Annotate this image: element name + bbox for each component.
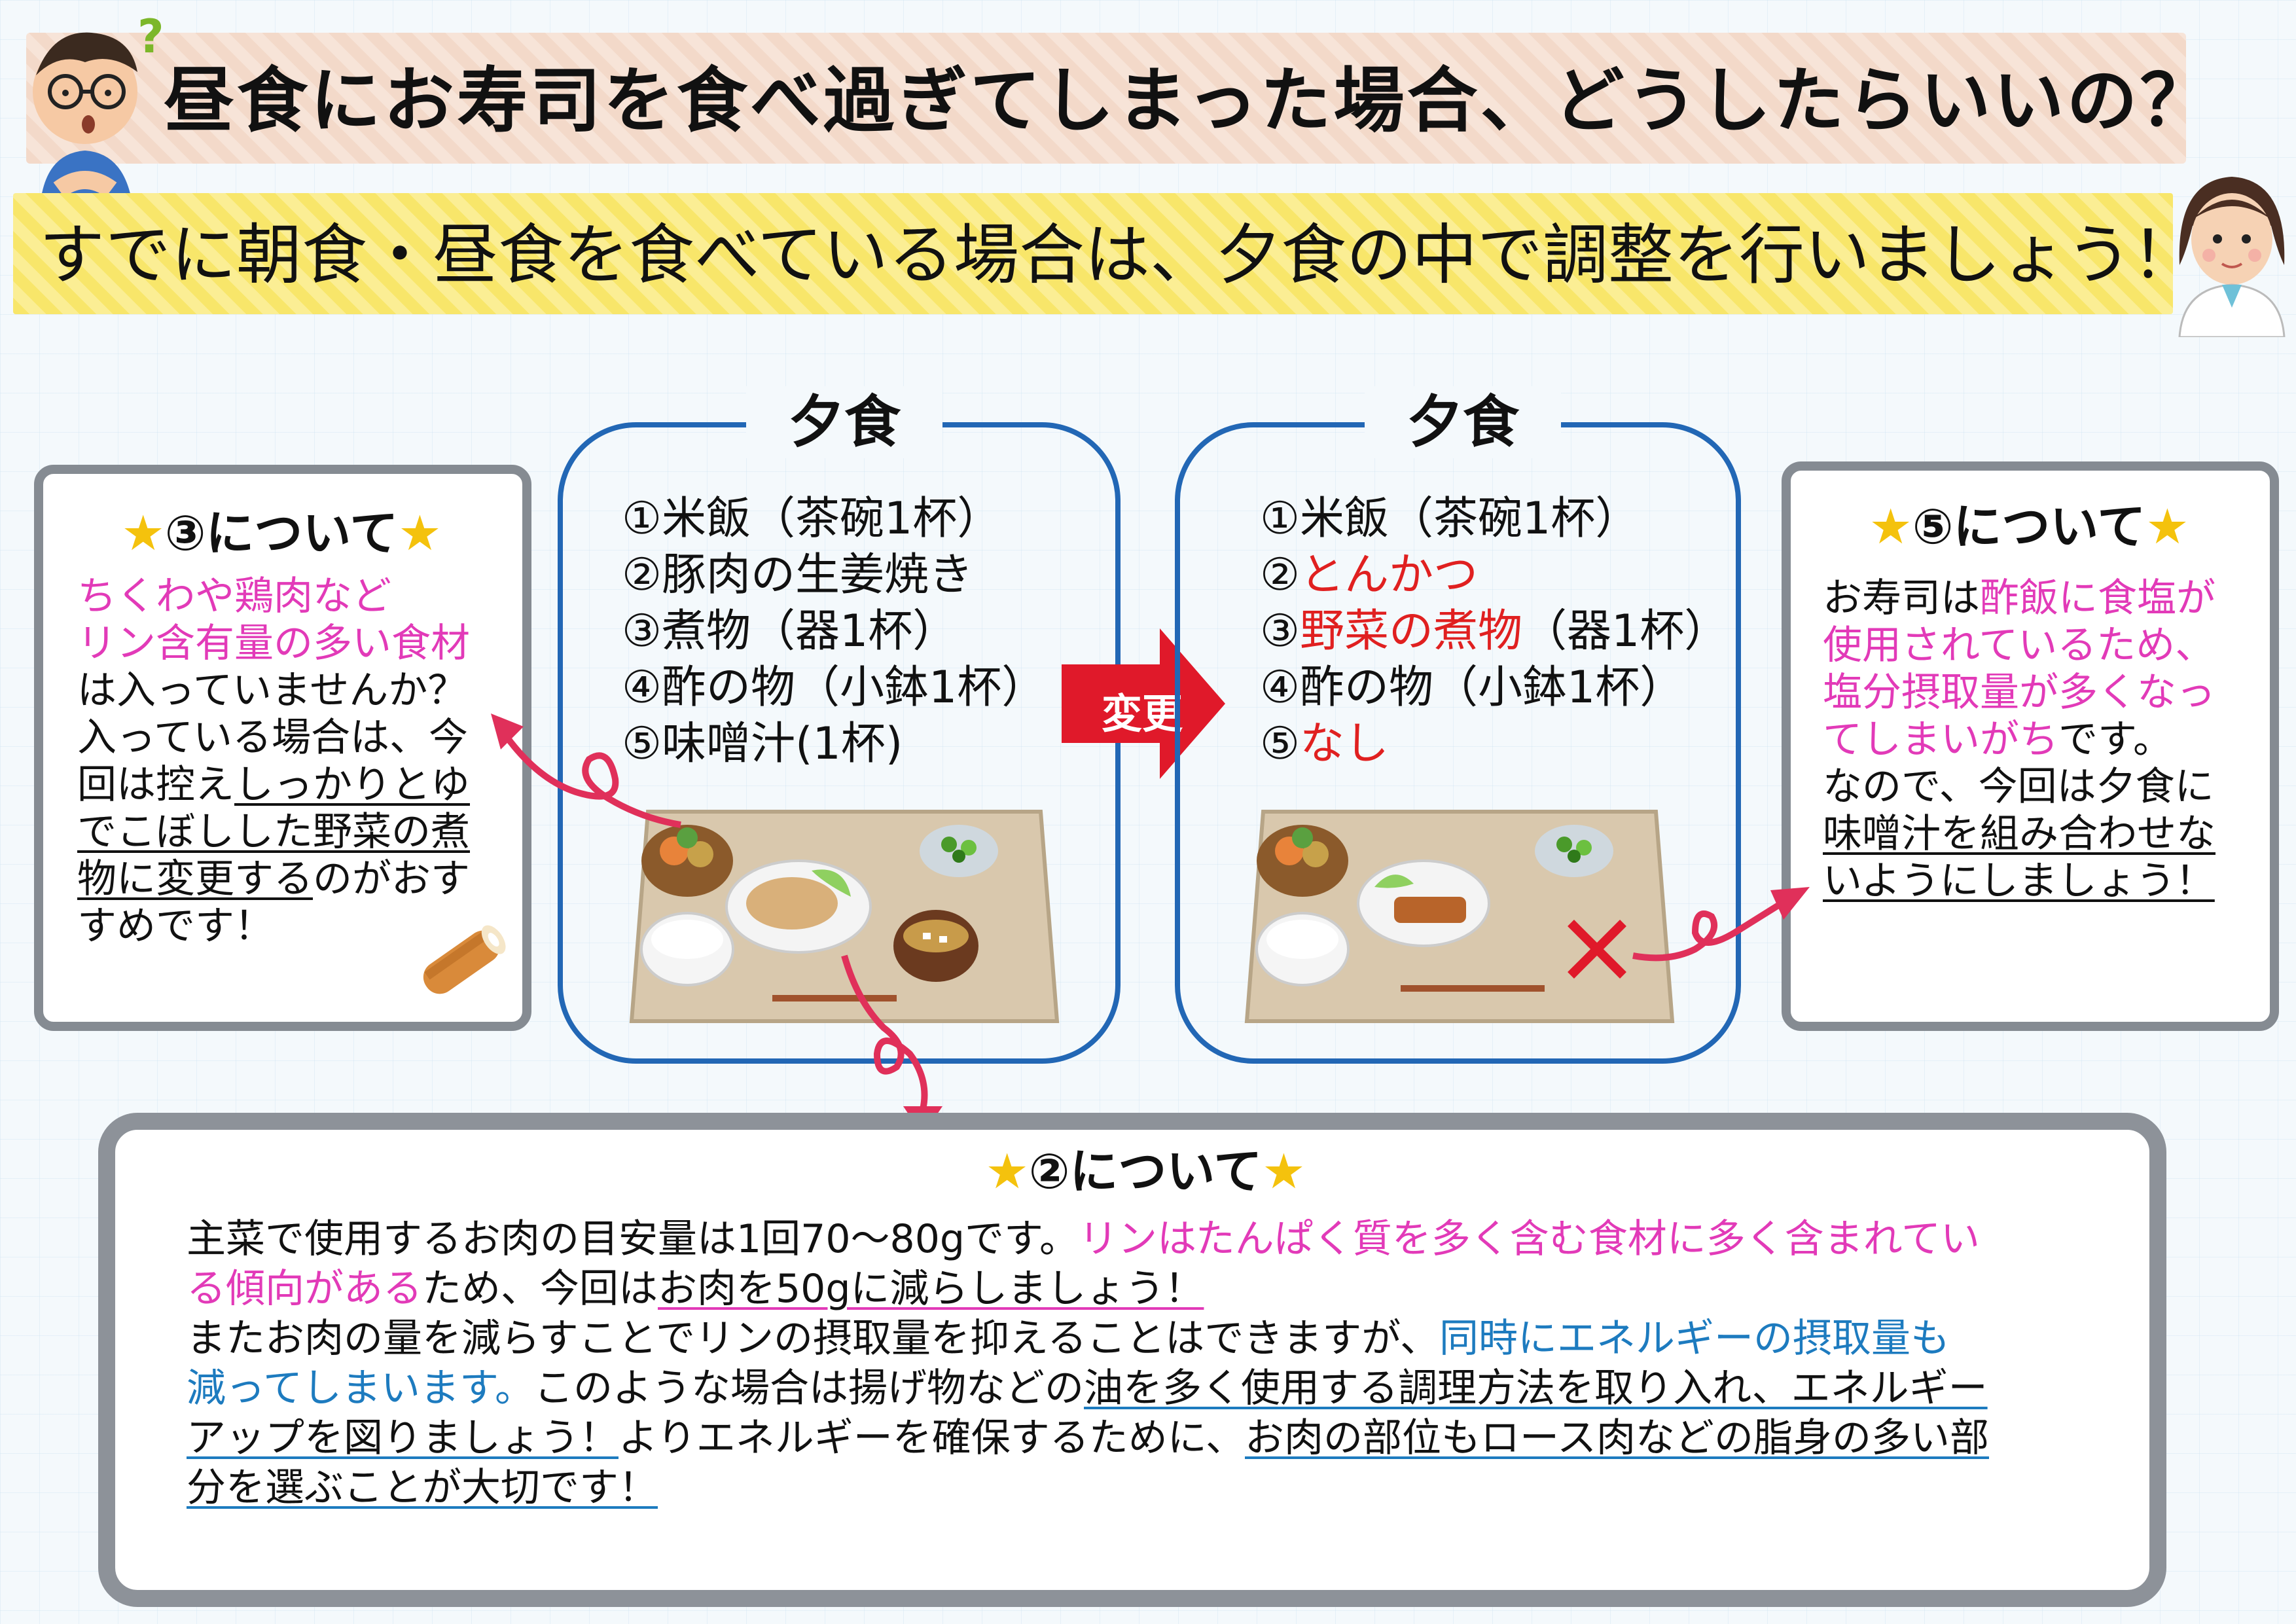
thinking-man-illustration: ? (33, 13, 164, 223)
meal-tray-after-illustration (1244, 810, 1675, 1023)
box5-body: お寿司は酢飯に食塩が 使用されているため、 塩分摂取量が多くなっ てしまいがちで… (1823, 575, 2268, 905)
chikuwa-illustration (423, 925, 506, 994)
menu-item: ③野菜の煮物（器1杯） (1260, 605, 1729, 657)
subtitle-band (13, 193, 2173, 314)
box2-title-text: ②について (1028, 1144, 1263, 1200)
change-label: 変更 (1101, 690, 1183, 738)
box2-line: アップを図りましょう！よりエネルギーを確保するために、お肉の部位もロース肉などの… (187, 1415, 1989, 1461)
box-item2-note (98, 1113, 2166, 1607)
box3-line: すめです！ (77, 903, 274, 949)
removed-x-icon (1568, 920, 1626, 979)
menu-item: ⑤味噌汁(1杯) (622, 718, 903, 770)
box-item3-note (34, 465, 531, 1031)
box3-title: ★③について★ (46, 494, 517, 564)
page-title: 昼食にお寿司を食べ過ぎてしまった場合、どうしたらいいの？ (164, 60, 2214, 142)
box5-line: 塩分摂取量が多くなっ (1823, 670, 2215, 715)
star-icon: ★ (2145, 499, 2189, 555)
page-subtitle: すでに朝食・昼食を食べている場合は、夕食の中で調整を行いましょう！ (39, 217, 2197, 293)
menu-item: ①米飯（茶碗1杯） (1260, 493, 1640, 545)
box5-line: 味噌汁を組み合わせな (1823, 811, 2215, 857)
meal-tray-before-illustration (629, 810, 1060, 1023)
box3-line: 回は控えしっかりとゆ (77, 762, 470, 808)
menu-item: ②とんかつ (1260, 549, 1478, 601)
menu-item: ④酢の物（小鉢1杯） (622, 662, 1047, 713)
box3-line: リン含有量の多い食材 (77, 621, 470, 666)
dinner-before-menu: ①米飯（茶碗1杯） ②豚肉の生姜焼き ③煮物（器1杯） ④酢の物（小鉢1杯） ⑤… (622, 491, 1046, 772)
box2-line: またお肉の量を減らすことでリンの摂取量を抑えることはできますが、同時にエネルギー… (187, 1316, 1950, 1362)
box5-title: ★⑤について★ (1793, 488, 2265, 558)
curly-arrow-to-box2 (841, 954, 942, 1136)
box3-body: ちくわや鶏肉など リン含有量の多い食材 は入っていませんか？ 入っている場合は、… (77, 573, 509, 950)
svg-text:?: ? (137, 13, 164, 63)
dinner-after-label: 夕食 (1365, 386, 1561, 458)
box5-line: 使用されているため、 (1823, 623, 2215, 668)
curly-arrow-to-box5 (1632, 887, 1810, 962)
menu-item: ⑤なし (1260, 718, 1389, 770)
menu-item: ③煮物（器1杯） (622, 605, 958, 657)
box5-line: なので、今回は夕食に (1823, 764, 2214, 810)
menu-item: ②豚肉の生姜焼き (622, 549, 973, 601)
box2-line: る傾向があるため、今回はお肉を50gに減らしましょう！ (187, 1266, 1204, 1312)
box2-title: ★②について★ (916, 1132, 1374, 1202)
star-icon: ★ (985, 1144, 1029, 1200)
box2-body: 主菜で使用するお肉の目安量は1回70～80gです。リンはたんぱく質を多く含む食材… (187, 1214, 2124, 1513)
box5-line: お寿司は酢飯に食塩が (1823, 575, 2215, 621)
box2-line: 減ってしまいます。このような場合は揚げ物などの油を多く使用する調理方法を取り入れ… (187, 1365, 1988, 1411)
nurse-illustration (2178, 177, 2286, 337)
star-icon: ★ (398, 505, 442, 562)
box5-title-text: ⑤について (1912, 499, 2146, 555)
box-item5-note (1782, 461, 2279, 1031)
star-icon: ★ (1262, 1144, 1306, 1200)
star-icon: ★ (1869, 499, 1912, 555)
menu-item: ④酢の物（小鉢1杯） (1260, 662, 1685, 713)
box2-line: 主菜で使用するお肉の目安量は1回70～80gです。リンはたんぱく質を多く含む食材… (187, 1216, 1980, 1262)
box3-line: ちくわや鶏肉など (77, 573, 391, 619)
curly-arrow-to-box3 (491, 713, 681, 828)
dinner-before-label: 夕食 (746, 386, 942, 458)
box3-line: は入っていませんか？ (77, 668, 467, 713)
box2-line: 分を選ぶことが大切です！ (187, 1465, 658, 1511)
box5-line: いようにしましょう！ (1823, 858, 2215, 904)
title-band (26, 33, 2186, 164)
menu-item: ①米飯（茶碗1杯） (622, 493, 1002, 545)
box3-line: 入っている場合は、今 (77, 715, 468, 761)
dinner-after-menu: ①米飯（茶碗1杯） ②とんかつ ③野菜の煮物（器1杯） ④酢の物（小鉢1杯） ⑤… (1260, 491, 1729, 772)
box3-title-text: ③について (164, 505, 399, 562)
box3-line: でこぼしした野菜の煮 (77, 809, 470, 855)
box3-line: 物に変更するのがおす (77, 856, 470, 902)
box5-line: てしまいがちです。 (1823, 717, 2172, 763)
change-arrow (1062, 628, 1225, 779)
star-icon: ★ (121, 505, 165, 562)
